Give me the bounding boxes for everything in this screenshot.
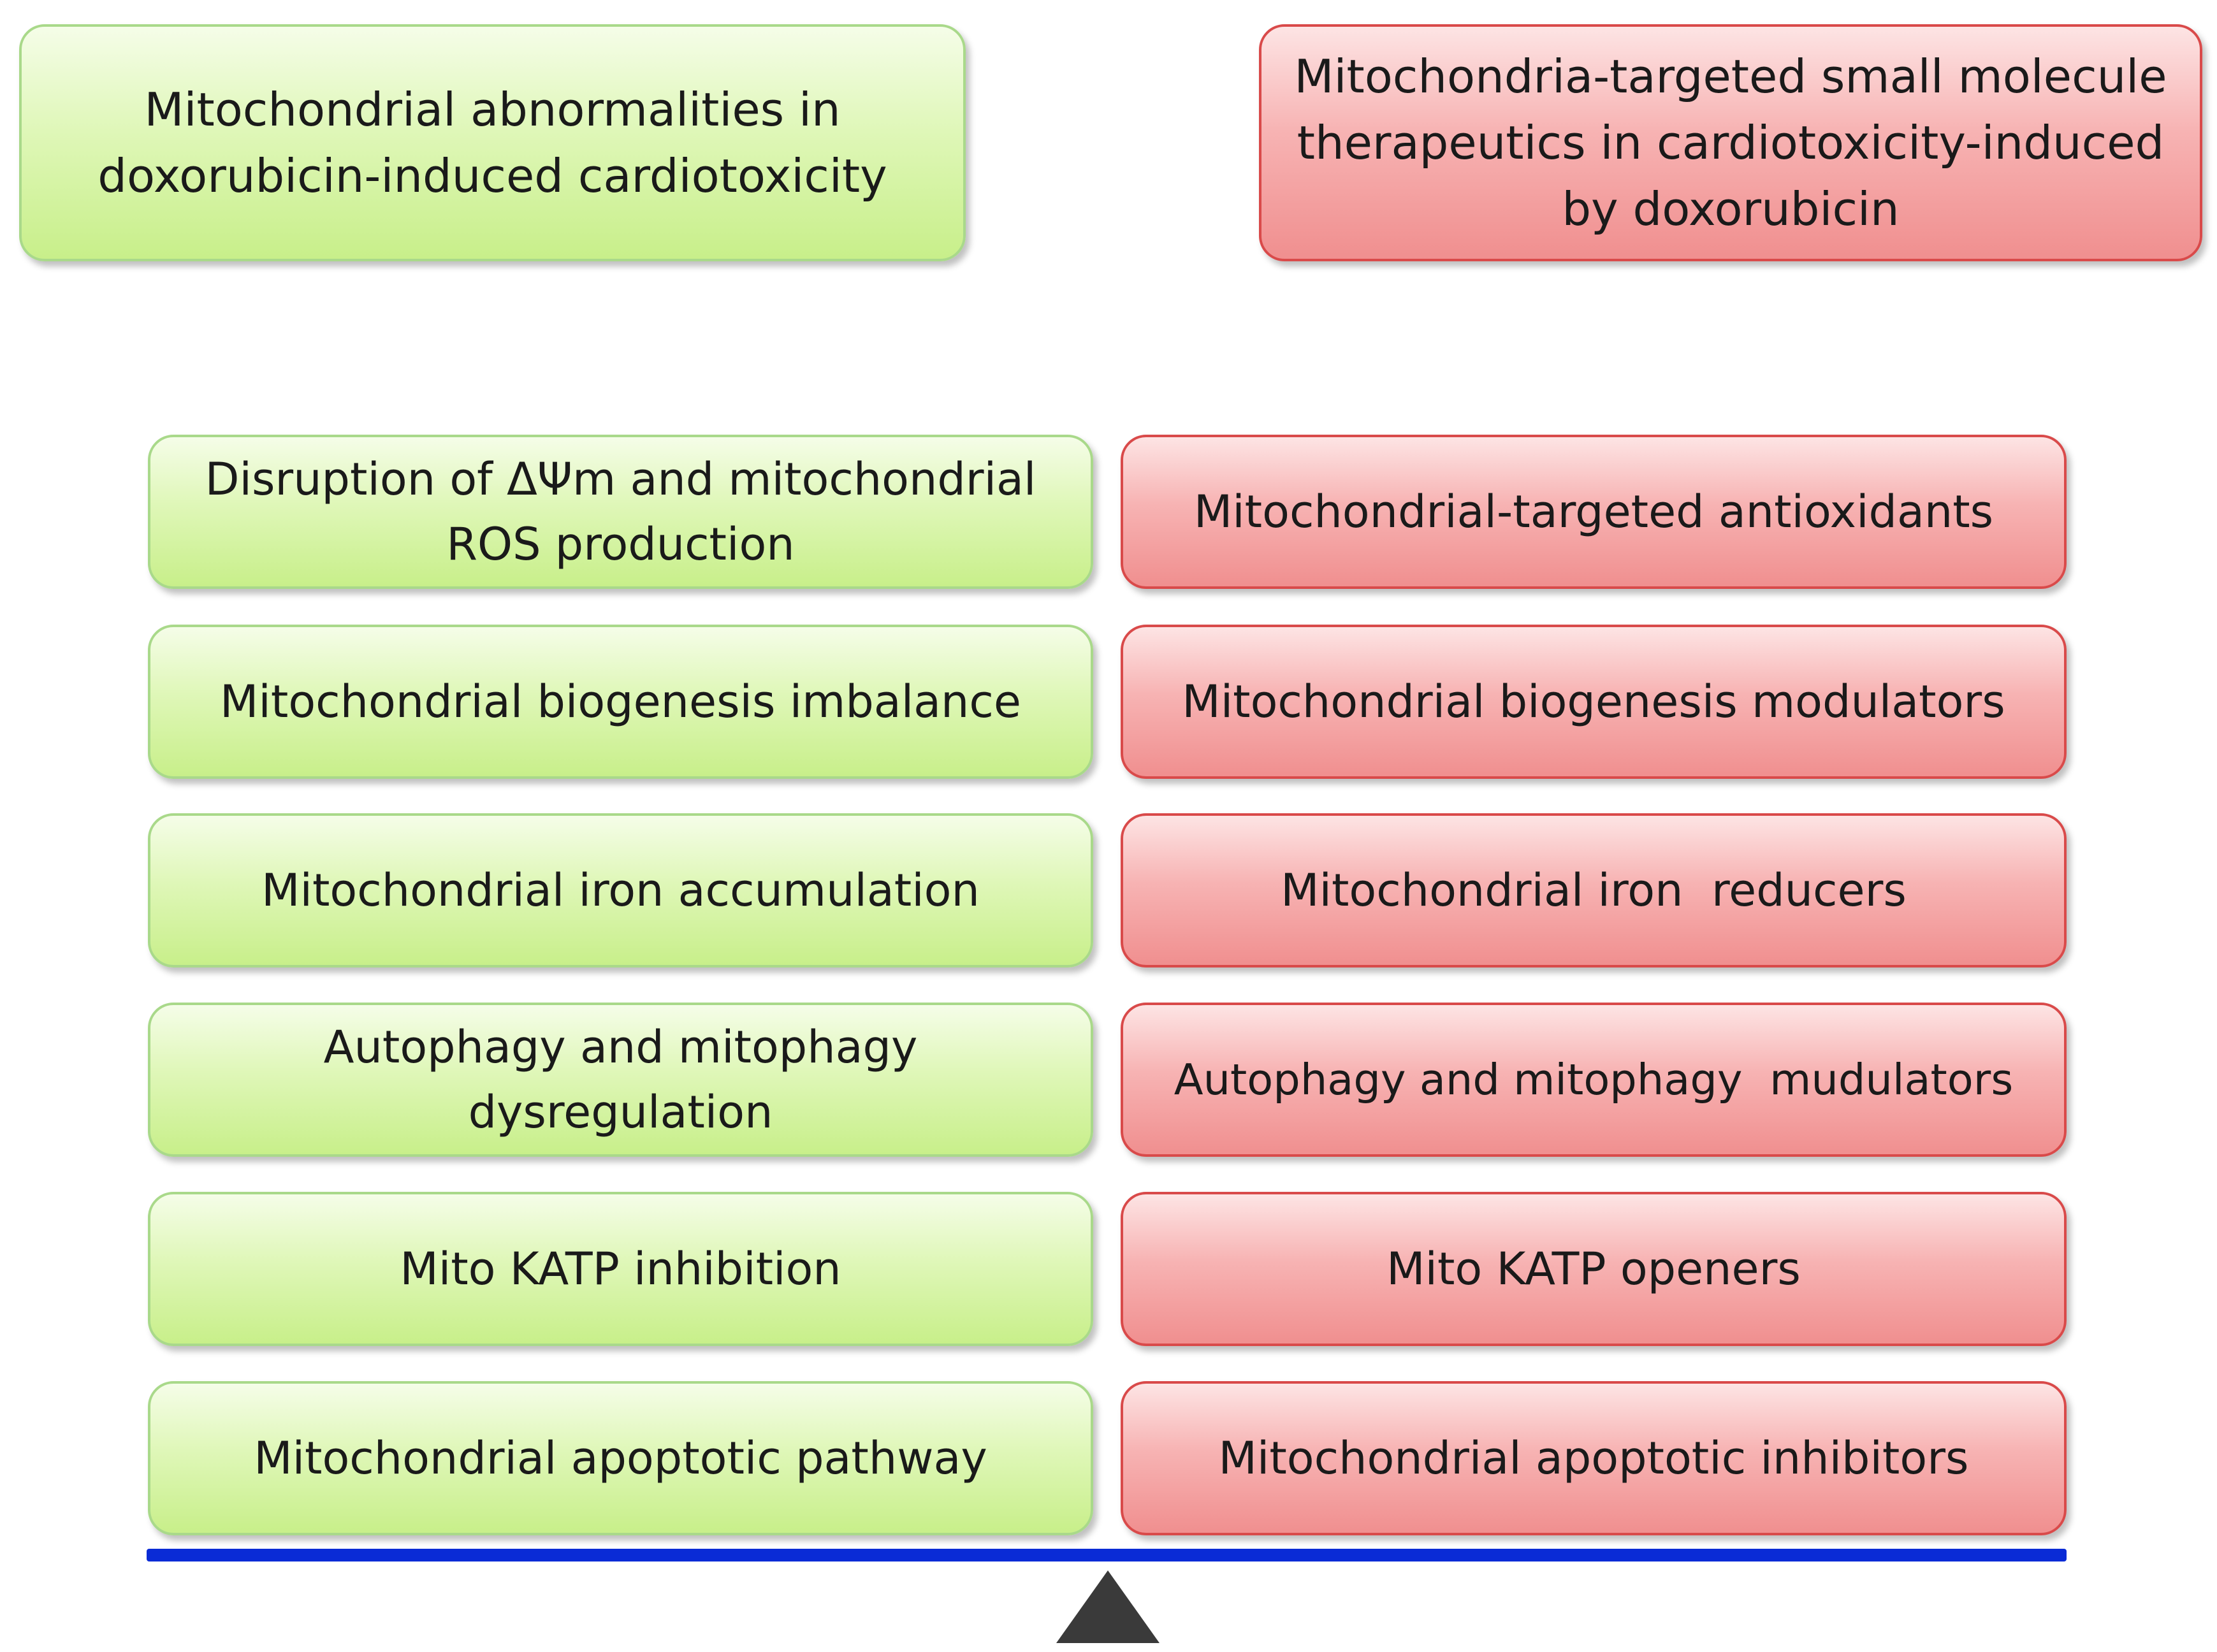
therapeutic-box-3: Mitochondrial iron reducers — [1121, 813, 2067, 967]
abnormality-label: Autophagy and mitophagy dysregulation — [323, 1021, 918, 1138]
therapeutic-label: Mitochondrial apoptotic inhibitors — [1218, 1432, 1969, 1484]
fulcrum-triangle-icon — [1056, 1570, 1159, 1643]
therapeutic-box-2: Mitochondrial biogenesis modulators — [1121, 625, 2067, 779]
abnormality-label: Disruption of ΔΨm and mitochondrial ROS … — [205, 453, 1036, 570]
abnormality-box-4: Autophagy and mitophagy dysregulation — [148, 1003, 1093, 1157]
abnormality-box-3: Mitochondrial iron accumulation — [148, 813, 1093, 967]
abnormality-label: Mitochondrial biogenesis imbalance — [220, 676, 1021, 728]
therapeutic-label: Mitochondrial iron reducers — [1281, 864, 1907, 917]
balance-beam — [147, 1549, 2067, 1561]
abnormality-label: Mito KATP inhibition — [400, 1243, 841, 1295]
therapeutic-label: Mitochondrial-targeted antioxidants — [1193, 486, 1994, 538]
abnormality-box-5: Mito KATP inhibition — [148, 1192, 1093, 1346]
therapeutic-box-4: Autophagy and mitophagy mudulators — [1121, 1003, 2067, 1157]
therapeutics-header-box: Mitochondria-targeted small molecule the… — [1259, 24, 2202, 261]
therapeutic-label: Mitochondrial biogenesis modulators — [1182, 676, 2005, 728]
abnormality-label: Mitochondrial iron accumulation — [261, 864, 980, 917]
therapeutic-box-6: Mitochondrial apoptotic inhibitors — [1121, 1381, 2067, 1535]
abnormality-box-1: Disruption of ΔΨm and mitochondrial ROS … — [148, 435, 1093, 589]
therapeutic-box-1: Mitochondrial-targeted antioxidants — [1121, 435, 2067, 589]
abnormality-label: Mitochondrial apoptotic pathway — [254, 1432, 987, 1484]
abnormalities-header-box: Mitochondrial abnormalities in doxorubic… — [19, 24, 966, 261]
therapeutic-label: Autophagy and mitophagy mudulators — [1174, 1055, 2014, 1105]
abnormalities-header-text: Mitochondrial abnormalities in doxorubic… — [98, 83, 887, 203]
therapeutic-box-5: Mito KATP openers — [1121, 1192, 2067, 1346]
therapeutic-label: Mito KATP openers — [1386, 1243, 1801, 1295]
abnormality-box-6: Mitochondrial apoptotic pathway — [148, 1381, 1093, 1535]
abnormality-box-2: Mitochondrial biogenesis imbalance — [148, 625, 1093, 779]
therapeutics-header-text: Mitochondria-targeted small molecule the… — [1294, 50, 2167, 236]
